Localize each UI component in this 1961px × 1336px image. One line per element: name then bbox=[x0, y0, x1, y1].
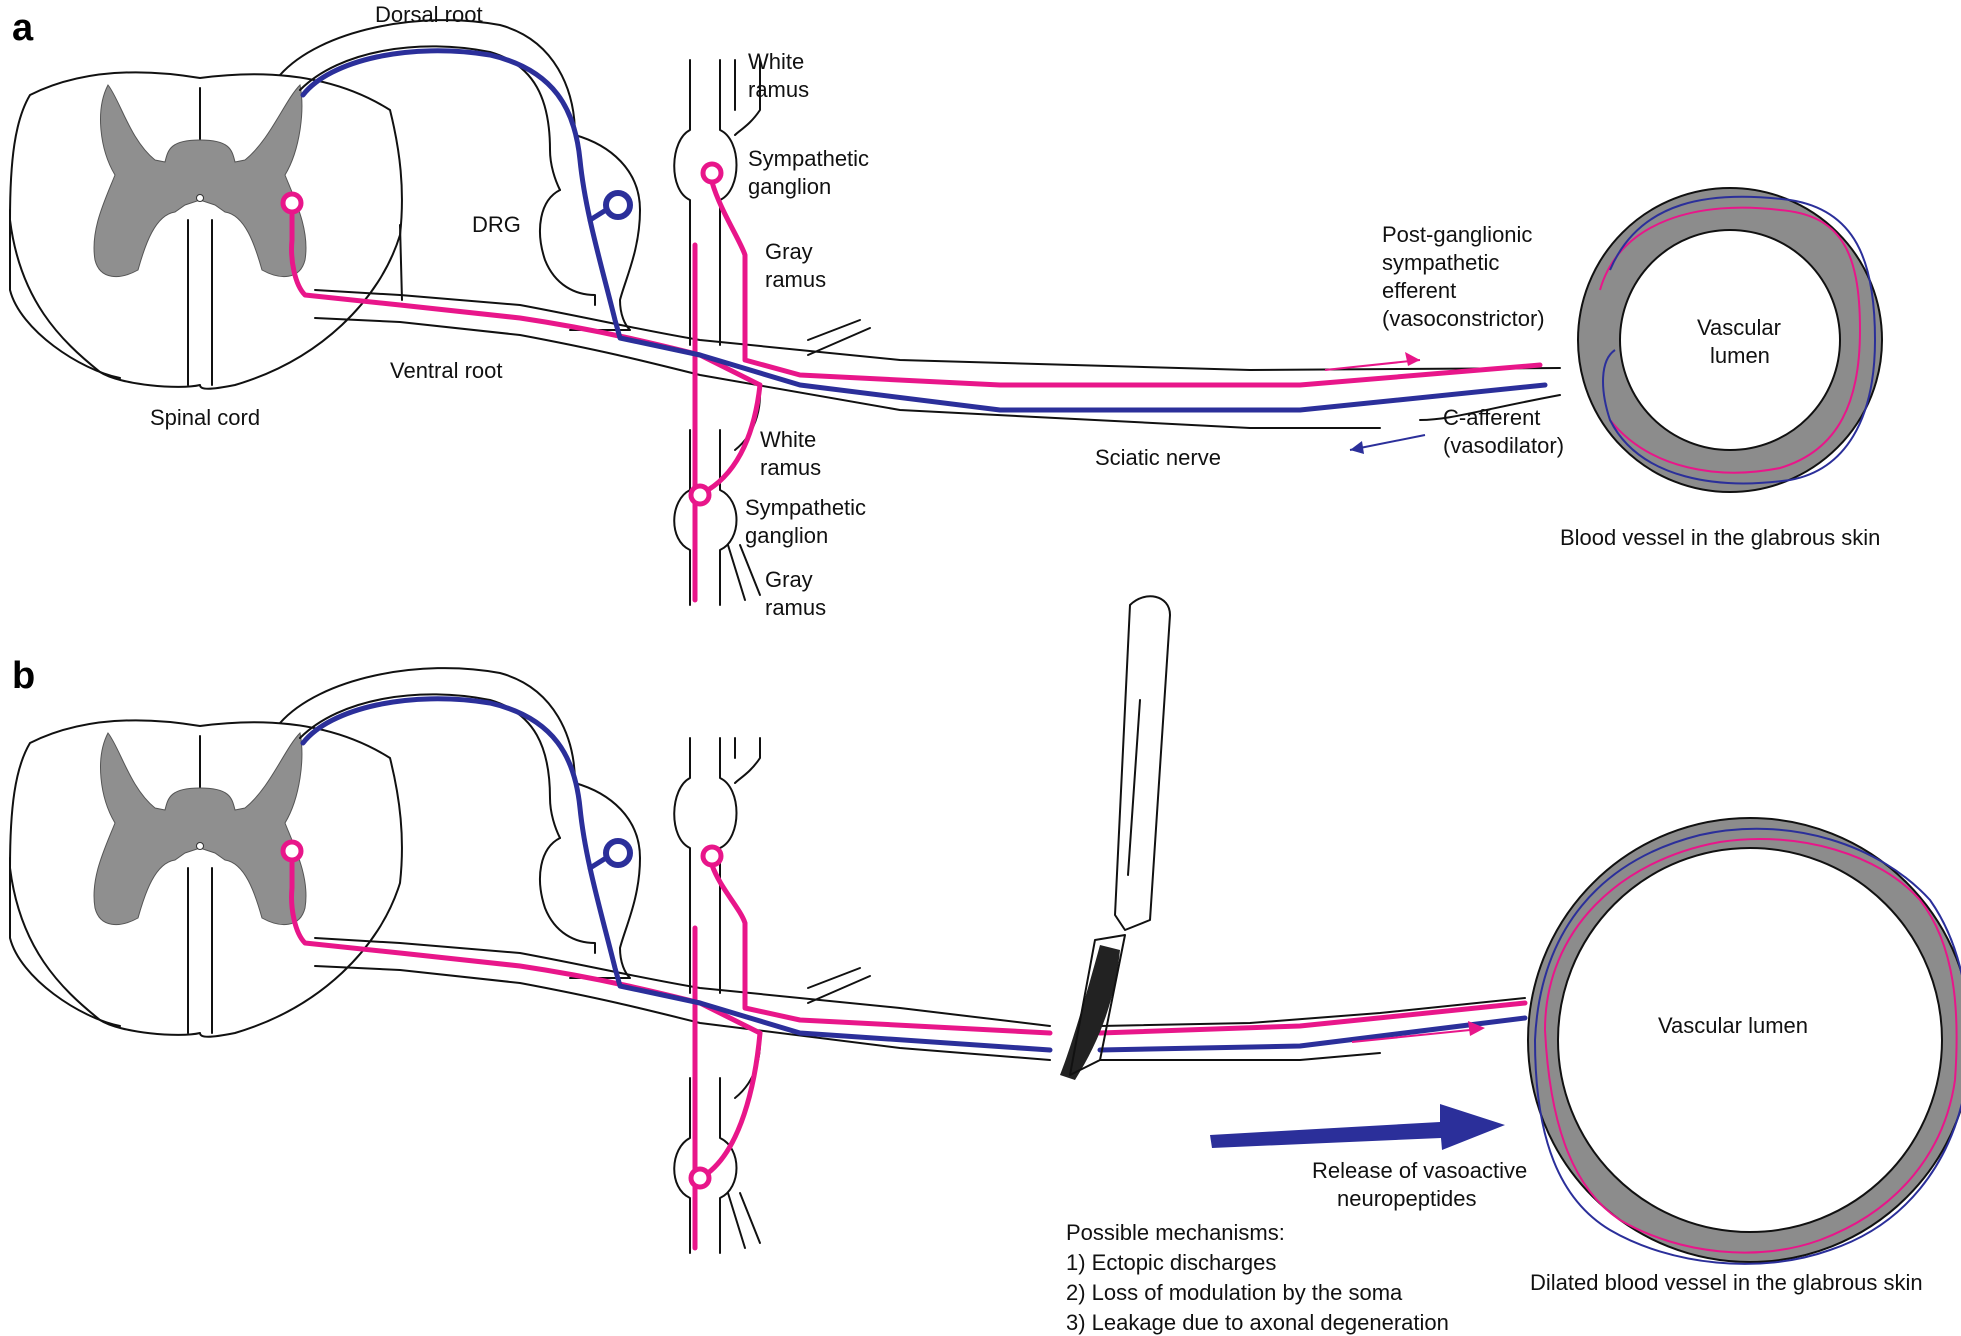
post-ganglionic-2: sympathetic bbox=[1382, 250, 1499, 275]
post-ganglionic-4: (vasoconstrictor) bbox=[1382, 306, 1545, 331]
gray-ramus-bottom-1: Gray bbox=[765, 567, 813, 592]
mechanism-3: 3) Leakage due to axonal degeneration bbox=[1066, 1310, 1449, 1335]
sympathetic-ganglion-top-1: Sympathetic bbox=[748, 146, 869, 171]
sympathetic-ganglion-bottom-2: ganglion bbox=[745, 523, 828, 548]
grey-matter bbox=[93, 83, 307, 278]
vessel-caption-b: Dilated blood vessel in the glabrous ski… bbox=[1530, 1270, 1923, 1295]
flow-arrows-a: Post-ganglionic sympathetic efferent (va… bbox=[1324, 222, 1564, 458]
release-1: Release of vasoactive bbox=[1312, 1158, 1527, 1183]
panel-a-label: a bbox=[12, 7, 34, 49]
red-arrowhead-a bbox=[1405, 352, 1420, 366]
blood-vessel-b: Vascular lumen Dilated blood vessel in t… bbox=[1527, 817, 1961, 1295]
panel-b-label: b bbox=[12, 655, 35, 697]
c-afferent-2: (vasodilator) bbox=[1443, 433, 1564, 458]
spinal-cord: Spinal cord bbox=[9, 71, 403, 430]
mechanism-1: 1) Ectopic discharges bbox=[1066, 1250, 1276, 1275]
white-ramus-top-1: White bbox=[748, 49, 804, 74]
post-ganglionic-1: Post-ganglionic bbox=[1382, 222, 1532, 247]
c-afferent-1: C-afferent bbox=[1443, 405, 1540, 430]
scalpel-icon bbox=[1060, 595, 1171, 1080]
sciatic-nerve-label: Sciatic nerve bbox=[1095, 445, 1221, 470]
mechanism-2: 2) Loss of modulation by the soma bbox=[1066, 1280, 1403, 1305]
white-ramus-bottom-1: White bbox=[760, 427, 816, 452]
flow-arrows-b: Release of vasoactive neuropeptides bbox=[1210, 1021, 1527, 1211]
vascular-lumen-a-1: Vascular bbox=[1697, 315, 1781, 340]
sympathetic-efferent-a: White ramus Sympathetic ganglion Gray ra… bbox=[280, 49, 1543, 620]
gray-ramus-top-2: ramus bbox=[765, 267, 826, 292]
dorsal-root-label: Dorsal root bbox=[375, 2, 483, 27]
blue-arrowhead-a bbox=[1350, 441, 1364, 454]
white-ramus-bottom-2: ramus bbox=[760, 455, 821, 480]
sciatic-nerve: Ventral root Sciatic nerve bbox=[314, 289, 1561, 470]
drg-label: DRG bbox=[472, 212, 521, 237]
vessel-caption-a: Blood vessel in the glabrous skin bbox=[1560, 525, 1880, 550]
spinal-cord-label: Spinal cord bbox=[150, 405, 260, 430]
sympathetic-ganglion-bottom-1: Sympathetic bbox=[745, 495, 866, 520]
release-2: neuropeptides bbox=[1337, 1186, 1476, 1211]
release-arrow bbox=[1210, 1104, 1505, 1150]
gray-ramus-top-1: Gray bbox=[765, 239, 813, 264]
grey-matter-b bbox=[93, 731, 307, 926]
mechanisms-title: Possible mechanisms: bbox=[1066, 1220, 1285, 1245]
dorsal-root: Dorsal root DRG bbox=[279, 2, 641, 331]
white-ramus-top-2: ramus bbox=[748, 77, 809, 102]
vascular-lumen-b: Vascular lumen bbox=[1658, 1013, 1808, 1038]
panel-a: a Spinal cord Dorsal root DRG Ventr bbox=[9, 2, 1883, 620]
vascular-lumen-a-2: lumen bbox=[1710, 343, 1770, 368]
post-ganglionic-3: efferent bbox=[1382, 278, 1456, 303]
spinal-cord-b bbox=[9, 667, 1528, 1254]
ventral-root-label: Ventral root bbox=[390, 358, 503, 383]
mechanisms-list: Possible mechanisms: 1) Ectopic discharg… bbox=[1066, 1220, 1449, 1335]
red-arrowhead-b bbox=[1468, 1021, 1485, 1036]
c-afferent-a bbox=[300, 48, 1548, 413]
blood-vessel-a: Vascular lumen Blood vessel in the glabr… bbox=[1560, 187, 1883, 550]
sympathetic-ganglion-top-2: ganglion bbox=[748, 174, 831, 199]
panel-b: b bbox=[9, 595, 1961, 1335]
gray-ramus-bottom-2: ramus bbox=[765, 595, 826, 620]
